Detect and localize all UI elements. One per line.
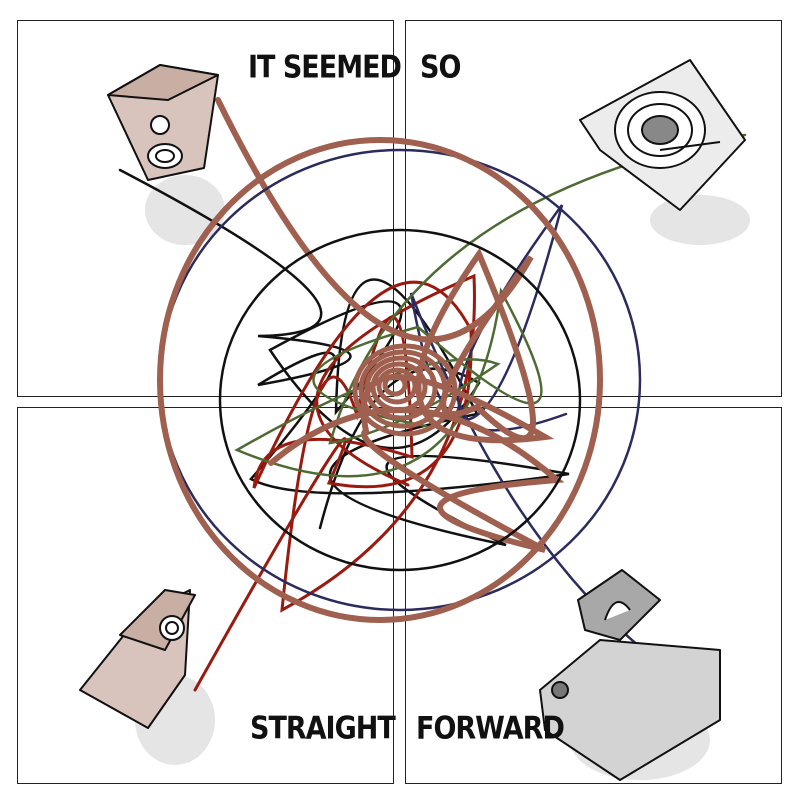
cable-coil <box>370 361 428 413</box>
speaker-bottom-left-icon <box>79 589 196 729</box>
cable-2 <box>409 204 702 692</box>
cable-coil <box>358 349 448 429</box>
caption-it-seemed: IT SEEMED <box>248 49 402 86</box>
amplifier-bottom-right-icon <box>539 569 721 781</box>
cable-coil <box>364 355 438 421</box>
cable-4 <box>215 97 565 553</box>
cable-coil <box>382 373 408 397</box>
speaker-top-right-icon <box>579 59 746 211</box>
speaker-top-left-icon <box>107 64 219 181</box>
cable-loop <box>157 137 603 623</box>
caption-forward: FORWARD <box>416 710 565 747</box>
cable-coil <box>352 343 458 437</box>
caption-straight: STRAIGHT <box>250 710 396 747</box>
cable-coil <box>376 367 418 405</box>
caption-so: SO <box>420 49 461 86</box>
cable-loop <box>218 228 582 572</box>
cable-1 <box>193 273 476 692</box>
